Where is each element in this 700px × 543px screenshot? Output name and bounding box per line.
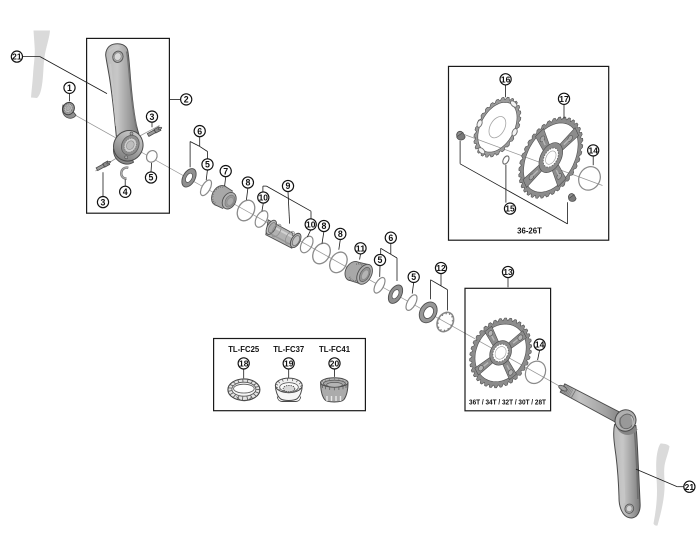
svg-text:6: 6 <box>388 233 393 243</box>
svg-text:TL-FC37: TL-FC37 <box>273 344 304 354</box>
svg-text:15: 15 <box>505 204 515 214</box>
svg-text:21: 21 <box>685 482 695 492</box>
svg-text:14: 14 <box>589 145 599 155</box>
svg-text:20: 20 <box>330 358 340 368</box>
svg-text:TL-FC25: TL-FC25 <box>228 344 259 354</box>
svg-text:14: 14 <box>535 340 545 350</box>
svg-text:1: 1 <box>67 83 72 93</box>
svg-text:12: 12 <box>436 263 446 273</box>
svg-text:21: 21 <box>12 52 22 62</box>
svg-text:TL-FC41: TL-FC41 <box>319 344 350 354</box>
svg-text:3: 3 <box>101 197 106 207</box>
svg-text:5: 5 <box>149 173 154 183</box>
svg-text:5: 5 <box>205 160 210 170</box>
svg-text:19: 19 <box>284 358 294 368</box>
svg-text:7: 7 <box>223 166 228 176</box>
svg-text:5: 5 <box>378 255 383 265</box>
svg-text:13: 13 <box>503 267 513 277</box>
svg-text:9: 9 <box>286 181 291 191</box>
svg-text:8: 8 <box>245 178 250 188</box>
svg-text:8: 8 <box>321 221 326 231</box>
svg-text:11: 11 <box>356 243 366 253</box>
svg-text:2: 2 <box>184 95 189 105</box>
svg-text:6: 6 <box>197 126 202 136</box>
svg-text:3: 3 <box>150 112 155 122</box>
svg-text:16: 16 <box>501 74 511 84</box>
svg-text:36T / 34T / 32T / 30T / 28T: 36T / 34T / 32T / 30T / 28T <box>469 398 546 407</box>
svg-text:5: 5 <box>411 272 416 282</box>
svg-text:36-26T: 36-26T <box>517 227 542 236</box>
svg-text:18: 18 <box>239 358 249 368</box>
svg-text:10: 10 <box>306 219 316 229</box>
svg-text:4: 4 <box>123 187 128 197</box>
svg-text:17: 17 <box>559 94 569 104</box>
svg-text:10: 10 <box>259 193 269 203</box>
svg-text:8: 8 <box>338 229 343 239</box>
